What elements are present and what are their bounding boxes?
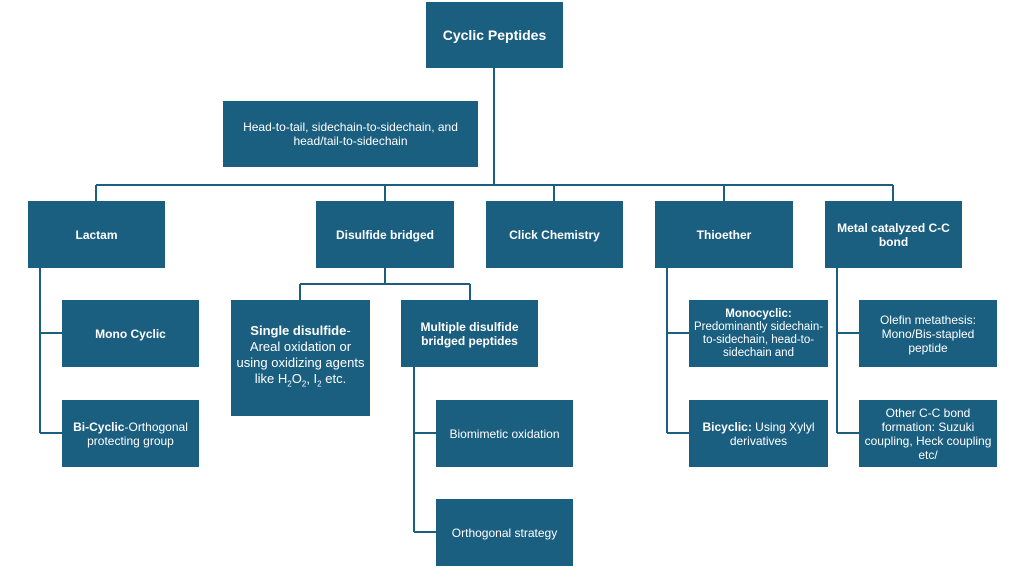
thioether-branch-line — [666, 268, 689, 434]
subscript: 2 — [317, 379, 322, 389]
monocyclic-title: Monocyclic: — [725, 307, 792, 320]
other-cc-bond-node: Other C-C bond formation: Suzuki couplin… — [859, 400, 997, 467]
thioether-monocyclic-node: Monocyclic:Predominantly sidechain-to-si… — [689, 300, 828, 367]
formula-part: O — [291, 371, 302, 387]
bicyclic-desc: Using Xylyl derivatives — [729, 419, 815, 448]
mono-cyclic-node: Mono Cyclic — [62, 300, 199, 367]
metal-catalyzed-node: Metal catalyzed C-C bond — [825, 201, 962, 268]
subscript: 2 — [301, 379, 307, 389]
bi-cyclic-title: Bi-Cyclic — [73, 419, 125, 434]
bicyclic-title: Bicyclic: — [702, 419, 752, 434]
disulfide-branch-line — [299, 268, 471, 300]
single-disulfide-desc: - Areal oxidation or using oxidizing age… — [236, 323, 365, 387]
bi-cyclic-node: Bi-Cyclic-Orthogonal protecting group — [62, 400, 199, 467]
lactam-branch-line — [39, 268, 62, 434]
single-disulfide-node: Single disulfide- Areal oxidation or usi… — [231, 300, 370, 416]
bi-cyclic-desc: -Orthogonal protecting group — [87, 419, 188, 448]
formula-part: etc. — [321, 371, 347, 387]
click-chemistry-node: Click Chemistry — [486, 201, 623, 268]
metal-branch-line — [836, 268, 859, 434]
multiple-disulfide-node: Multiple disulfide bridged peptides — [401, 300, 538, 367]
formula-part: , I — [306, 371, 318, 387]
subscript: 2 — [287, 379, 292, 389]
linkage-node: Head-to-tail, sidechain-to-sidechain, an… — [223, 101, 478, 167]
olefin-metathesis-node: Olefin metathesis: Mono/Bis-stapled pept… — [859, 300, 997, 367]
biomimetic-node: Biomimetic oxidation — [436, 400, 573, 467]
monocyclic-desc: Predominantly sidechain-to-sidechain, he… — [693, 320, 824, 359]
lactam-node: Lactam — [28, 201, 165, 268]
disulfide-node: Disulfide bridged — [316, 201, 454, 268]
multiple-branch-line — [413, 367, 436, 533]
category-bus-line — [95, 184, 894, 201]
orthogonal-strategy-node: Orthogonal strategy — [436, 499, 573, 566]
single-disulfide-title: Single disulfide — [250, 323, 347, 339]
thioether-node: Thioether — [655, 201, 793, 268]
root-node: Cyclic Peptides — [426, 2, 563, 68]
thioether-bicyclic-node: Bicyclic: Using Xylyl derivatives — [689, 400, 828, 467]
